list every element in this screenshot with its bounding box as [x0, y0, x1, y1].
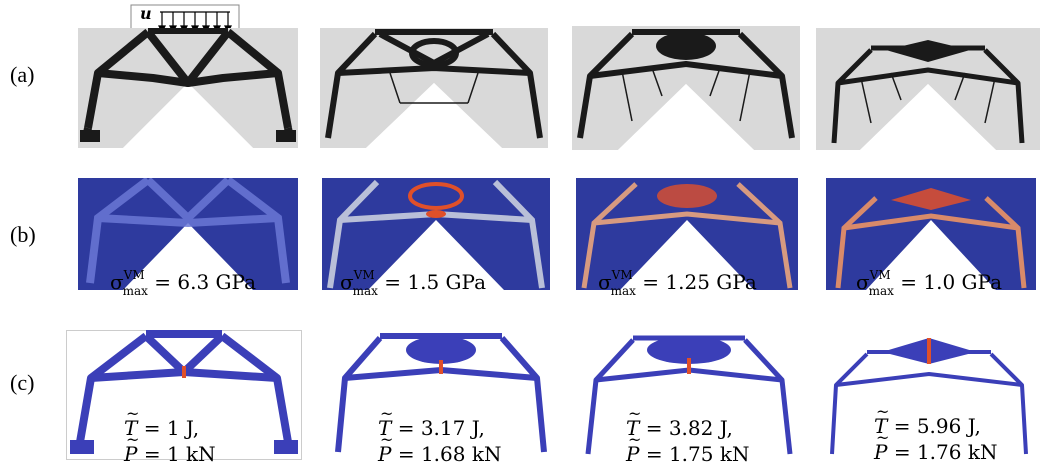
P-symbol-2: P — [378, 432, 394, 464]
P-symbol-3: P — [626, 432, 642, 464]
panel-c3 — [578, 330, 800, 460]
T-value-3: = 3.82 J, — [645, 416, 733, 440]
panel-a4 — [816, 28, 1040, 150]
sigma-sup-2: VM — [353, 268, 375, 282]
panel-b1 — [78, 178, 298, 290]
T-value-4: = 5.96 J, — [893, 414, 981, 438]
sigma-3: σ — [598, 270, 612, 294]
panel-a3 — [572, 26, 800, 150]
energy-label-4: T = 5.96 J, P = 1.76 kN — [874, 404, 998, 464]
sigma-sup-3: VM — [611, 268, 633, 282]
stress-value-4: = 1.0 GPa — [900, 270, 1003, 294]
stress-value-1: = 6.3 GPa — [154, 270, 257, 294]
stress-label-3: σVM max = 1.25 GPa — [598, 269, 757, 297]
panel-a1 — [78, 28, 298, 148]
sigma-sup-4: VM — [869, 268, 891, 282]
P-symbol-1: P — [124, 432, 140, 464]
P-value-4: = 1.76 kN — [893, 440, 998, 464]
panel-a2 — [320, 28, 548, 148]
energy-label-2: T = 3.17 J, P = 1.68 kN — [378, 406, 502, 466]
P-value-3: = 1.75 kN — [645, 442, 750, 466]
sigma-sub-3: max — [610, 284, 636, 298]
sigma-4: σ — [856, 270, 870, 294]
T-value-1: = 1 J, — [143, 416, 200, 440]
P-symbol-4: P — [874, 430, 890, 462]
sigma-1: σ — [110, 270, 124, 294]
panel-c4 — [822, 330, 1036, 460]
P-value-2: = 1.68 kN — [397, 442, 502, 466]
P-value-1: = 1 kN — [143, 442, 216, 466]
load-symbol: u — [140, 4, 152, 23]
T-value-2: = 3.17 J, — [397, 416, 485, 440]
panel-b4 — [826, 178, 1036, 290]
sigma-sub-1: max — [122, 284, 148, 298]
row-label-a: (a) — [10, 62, 35, 87]
energy-label-3: T = 3.82 J, P = 1.75 kN — [626, 406, 750, 466]
sigma-sub-4: max — [868, 284, 894, 298]
stress-value-3: = 1.25 GPa — [642, 270, 757, 294]
row-label-c: (c) — [10, 370, 35, 395]
row-label-b: (b) — [10, 222, 36, 247]
energy-label-1: T = 1 J, P = 1 kN — [124, 406, 216, 466]
sigma-2: σ — [340, 270, 354, 294]
panel-c1 — [66, 330, 302, 460]
stress-label-2: σVM max = 1.5 GPa — [340, 269, 487, 297]
panel-c2 — [330, 330, 552, 460]
sigma-sub-2: max — [352, 284, 378, 298]
stress-label-4: σVM max = 1.0 GPa — [856, 269, 1003, 297]
panel-b2 — [322, 178, 550, 290]
sigma-sup-1: VM — [123, 268, 145, 282]
panel-b3 — [576, 178, 798, 290]
stress-label-1: σVM max = 6.3 GPa — [110, 269, 257, 297]
stress-value-2: = 1.5 GPa — [384, 270, 487, 294]
